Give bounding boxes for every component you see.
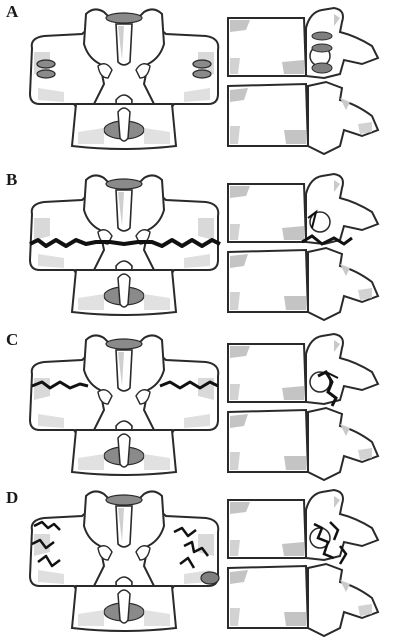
coronal-vertebra-figure-a [24, 4, 224, 154]
coronal-view-a [24, 4, 224, 154]
lateral-view-b [222, 172, 384, 322]
panel-label-d: D [6, 488, 18, 508]
lateral-view-a [222, 6, 384, 156]
coronal-view-d [24, 486, 224, 636]
lateral-vertebra-figure-c [222, 332, 384, 482]
panel-c: C [0, 320, 393, 478]
lateral-vertebra-figure-a [222, 6, 384, 156]
coronal-vertebra-figure-c [24, 330, 224, 480]
panel-label-a: A [6, 2, 18, 22]
coronal-vertebra-figure-b [24, 170, 224, 320]
panel-d: D [0, 480, 393, 638]
lateral-view-d [222, 488, 384, 638]
coronal-view-b [24, 170, 224, 320]
panel-a: A [0, 0, 393, 158]
panel-label-c: C [6, 330, 18, 350]
lateral-view-c [222, 332, 384, 482]
panel-label-b: B [6, 170, 17, 190]
coronal-vertebra-figure-d [24, 486, 224, 636]
lateral-vertebra-figure-d [222, 488, 384, 638]
lateral-vertebra-figure-b [222, 172, 384, 322]
panel-b: B [0, 160, 393, 318]
coronal-view-c [24, 330, 224, 480]
